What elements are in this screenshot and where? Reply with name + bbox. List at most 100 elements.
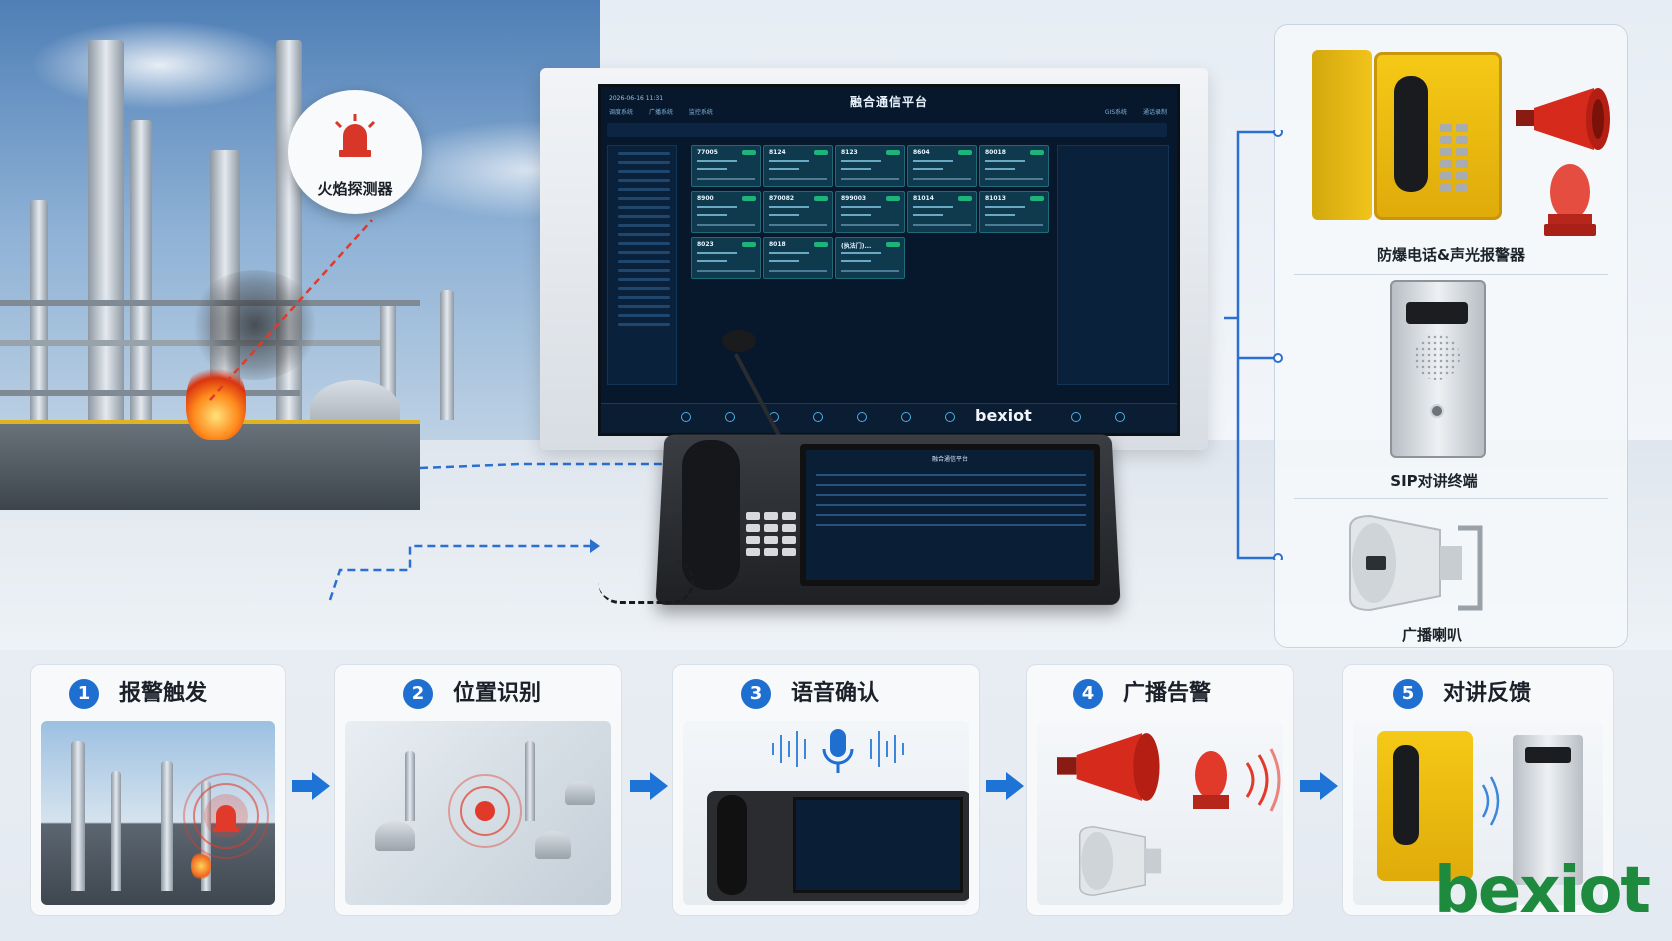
terminal-number: 8018 xyxy=(769,241,786,248)
explosion-phone-door xyxy=(1312,50,1372,220)
screen-side-panel xyxy=(1057,145,1169,385)
terminal-number: 8023 xyxy=(697,241,714,248)
brand-logo: bexiot xyxy=(1434,854,1651,928)
terminal-number: 80018 xyxy=(985,149,1006,156)
terminal-card[interactable]: 8123 xyxy=(835,145,905,187)
broadcast-alarm-illustration xyxy=(1037,721,1283,905)
camera-icon xyxy=(1525,747,1571,763)
toolbar-icon[interactable] xyxy=(813,412,823,422)
phone-keypad xyxy=(1438,122,1482,192)
toolbar-icon[interactable] xyxy=(725,412,735,422)
phone-handset-icon xyxy=(1394,76,1428,192)
console-screen[interactable]: 融合通信平台 xyxy=(800,444,1100,586)
step-number: 2 xyxy=(403,679,433,709)
screen-nav-right: GIS系统 通话录制 xyxy=(1091,107,1167,116)
alarm-trigger-illustration xyxy=(41,721,275,905)
step-number: 4 xyxy=(1073,679,1103,709)
signal-path-line xyxy=(328,544,590,601)
console-handset[interactable] xyxy=(682,440,740,590)
toolbar-icon[interactable] xyxy=(945,412,955,422)
screen-toolbar: bexiot xyxy=(601,403,1177,433)
horn-loudspeaker-icon xyxy=(1349,514,1483,612)
flow-arrow xyxy=(986,772,1024,800)
terminal-card[interactable]: 8018 xyxy=(763,237,833,279)
screen-filter-bar[interactable] xyxy=(607,123,1167,137)
microphone-wave-icon xyxy=(772,729,904,773)
step-title: 报警触发 xyxy=(119,681,208,706)
toolbar-icon[interactable] xyxy=(857,412,867,422)
screen-nav-item[interactable]: 调度系统 xyxy=(609,109,634,116)
detector-link-line xyxy=(209,219,373,401)
step-card-4: 4 广播告警 xyxy=(1026,664,1294,916)
terminal-card[interactable]: 8604 xyxy=(907,145,977,187)
call-button-icon xyxy=(1430,404,1444,418)
toolbar-icon[interactable] xyxy=(1071,412,1081,422)
console-screen-title: 融合通信平台 xyxy=(931,456,968,463)
step-title: 对讲反馈 xyxy=(1443,681,1532,706)
step-title: 广播告警 xyxy=(1123,681,1212,706)
console-keypad[interactable] xyxy=(744,510,798,556)
toolbar-icon[interactable] xyxy=(681,412,691,422)
terminal-card[interactable]: 870082 xyxy=(763,191,833,233)
signal-path-line xyxy=(419,462,690,470)
camera-icon xyxy=(1406,302,1468,324)
screen-nav-item[interactable]: 监控系统 xyxy=(688,109,713,116)
speaker-grill-icon xyxy=(1414,334,1460,380)
screen-brand-logo: bexiot xyxy=(975,406,1032,425)
divider xyxy=(1294,498,1608,499)
pipe xyxy=(0,390,300,396)
terminal-card[interactable]: 8124 xyxy=(763,145,833,187)
terminal-number: 8900 xyxy=(697,195,714,202)
flow-arrow xyxy=(1300,772,1338,800)
terminal-number: 81013 xyxy=(985,195,1006,202)
fire xyxy=(186,360,246,440)
alarm-light-icon xyxy=(334,114,376,157)
screen-nav-item[interactable]: 广播系统 xyxy=(648,109,673,116)
hero-scene: 火焰探测器 2026-06-16 11:31 融合通信平台 调度系统 广播系统 … xyxy=(0,0,1672,650)
flame-detector-label: 火焰探测器 xyxy=(317,180,393,198)
distillation-tower xyxy=(88,40,124,420)
toolbar-icon[interactable] xyxy=(901,412,911,422)
screen-tree-panel xyxy=(607,145,677,385)
location-target-icon xyxy=(448,774,522,848)
step-title: 语音确认 xyxy=(791,681,880,706)
terminal-card[interactable]: (执法门)... xyxy=(835,237,905,279)
screen-nav-item[interactable]: 通话录制 xyxy=(1142,109,1167,116)
voice-confirm-illustration xyxy=(683,721,969,905)
screen-nav-item[interactable]: GIS系统 xyxy=(1104,109,1128,116)
step-card-5: 5 对讲反馈 xyxy=(1342,664,1614,916)
intercom-feedback-illustration xyxy=(1353,721,1603,905)
terminal-card[interactable]: 77005 xyxy=(691,145,761,187)
terminal-card[interactable]: 8900 xyxy=(691,191,761,233)
connection-lines xyxy=(209,219,690,601)
cloud xyxy=(30,20,290,110)
distillation-tower xyxy=(440,290,454,420)
toolbar-icon[interactable] xyxy=(1115,412,1125,422)
step-number: 5 xyxy=(1393,679,1423,709)
terminal-number: 8124 xyxy=(769,149,786,156)
step-card-1: 1 报警触发 xyxy=(30,664,286,916)
terminal-number: 8604 xyxy=(913,149,930,156)
sip-terminal-label: SIP对讲终端 xyxy=(1390,472,1478,490)
screen-title: 融合通信平台 xyxy=(849,95,928,109)
step-card-2: 2 位置识别 xyxy=(334,664,622,916)
handset-cord xyxy=(598,560,694,604)
terminal-number: 77005 xyxy=(697,149,718,156)
location-map-illustration xyxy=(345,721,611,905)
terminal-number: (执法门)... xyxy=(841,243,872,250)
horn-loudspeaker-icon xyxy=(1079,826,1162,896)
step-card-3: 3 语音确认 xyxy=(672,664,980,916)
terminal-card[interactable]: 80018 xyxy=(979,145,1049,187)
terminal-number: 870082 xyxy=(769,195,795,202)
signal-wave-icon xyxy=(1481,776,1500,826)
step-number: 3 xyxy=(741,679,771,709)
terminal-card[interactable]: 899003 xyxy=(835,191,905,233)
explosion-phone-label: 防爆电话&声光报警器 xyxy=(1376,246,1526,264)
handset-illustration xyxy=(717,795,747,895)
terminal-number: 899003 xyxy=(841,195,867,202)
terminal-card[interactable]: 8023 xyxy=(691,237,761,279)
terminal-card[interactable]: 81013 xyxy=(979,191,1049,233)
alarm-pulse-icon xyxy=(183,773,269,859)
terminal-card[interactable]: 81014 xyxy=(907,191,977,233)
step-number: 1 xyxy=(69,679,99,709)
